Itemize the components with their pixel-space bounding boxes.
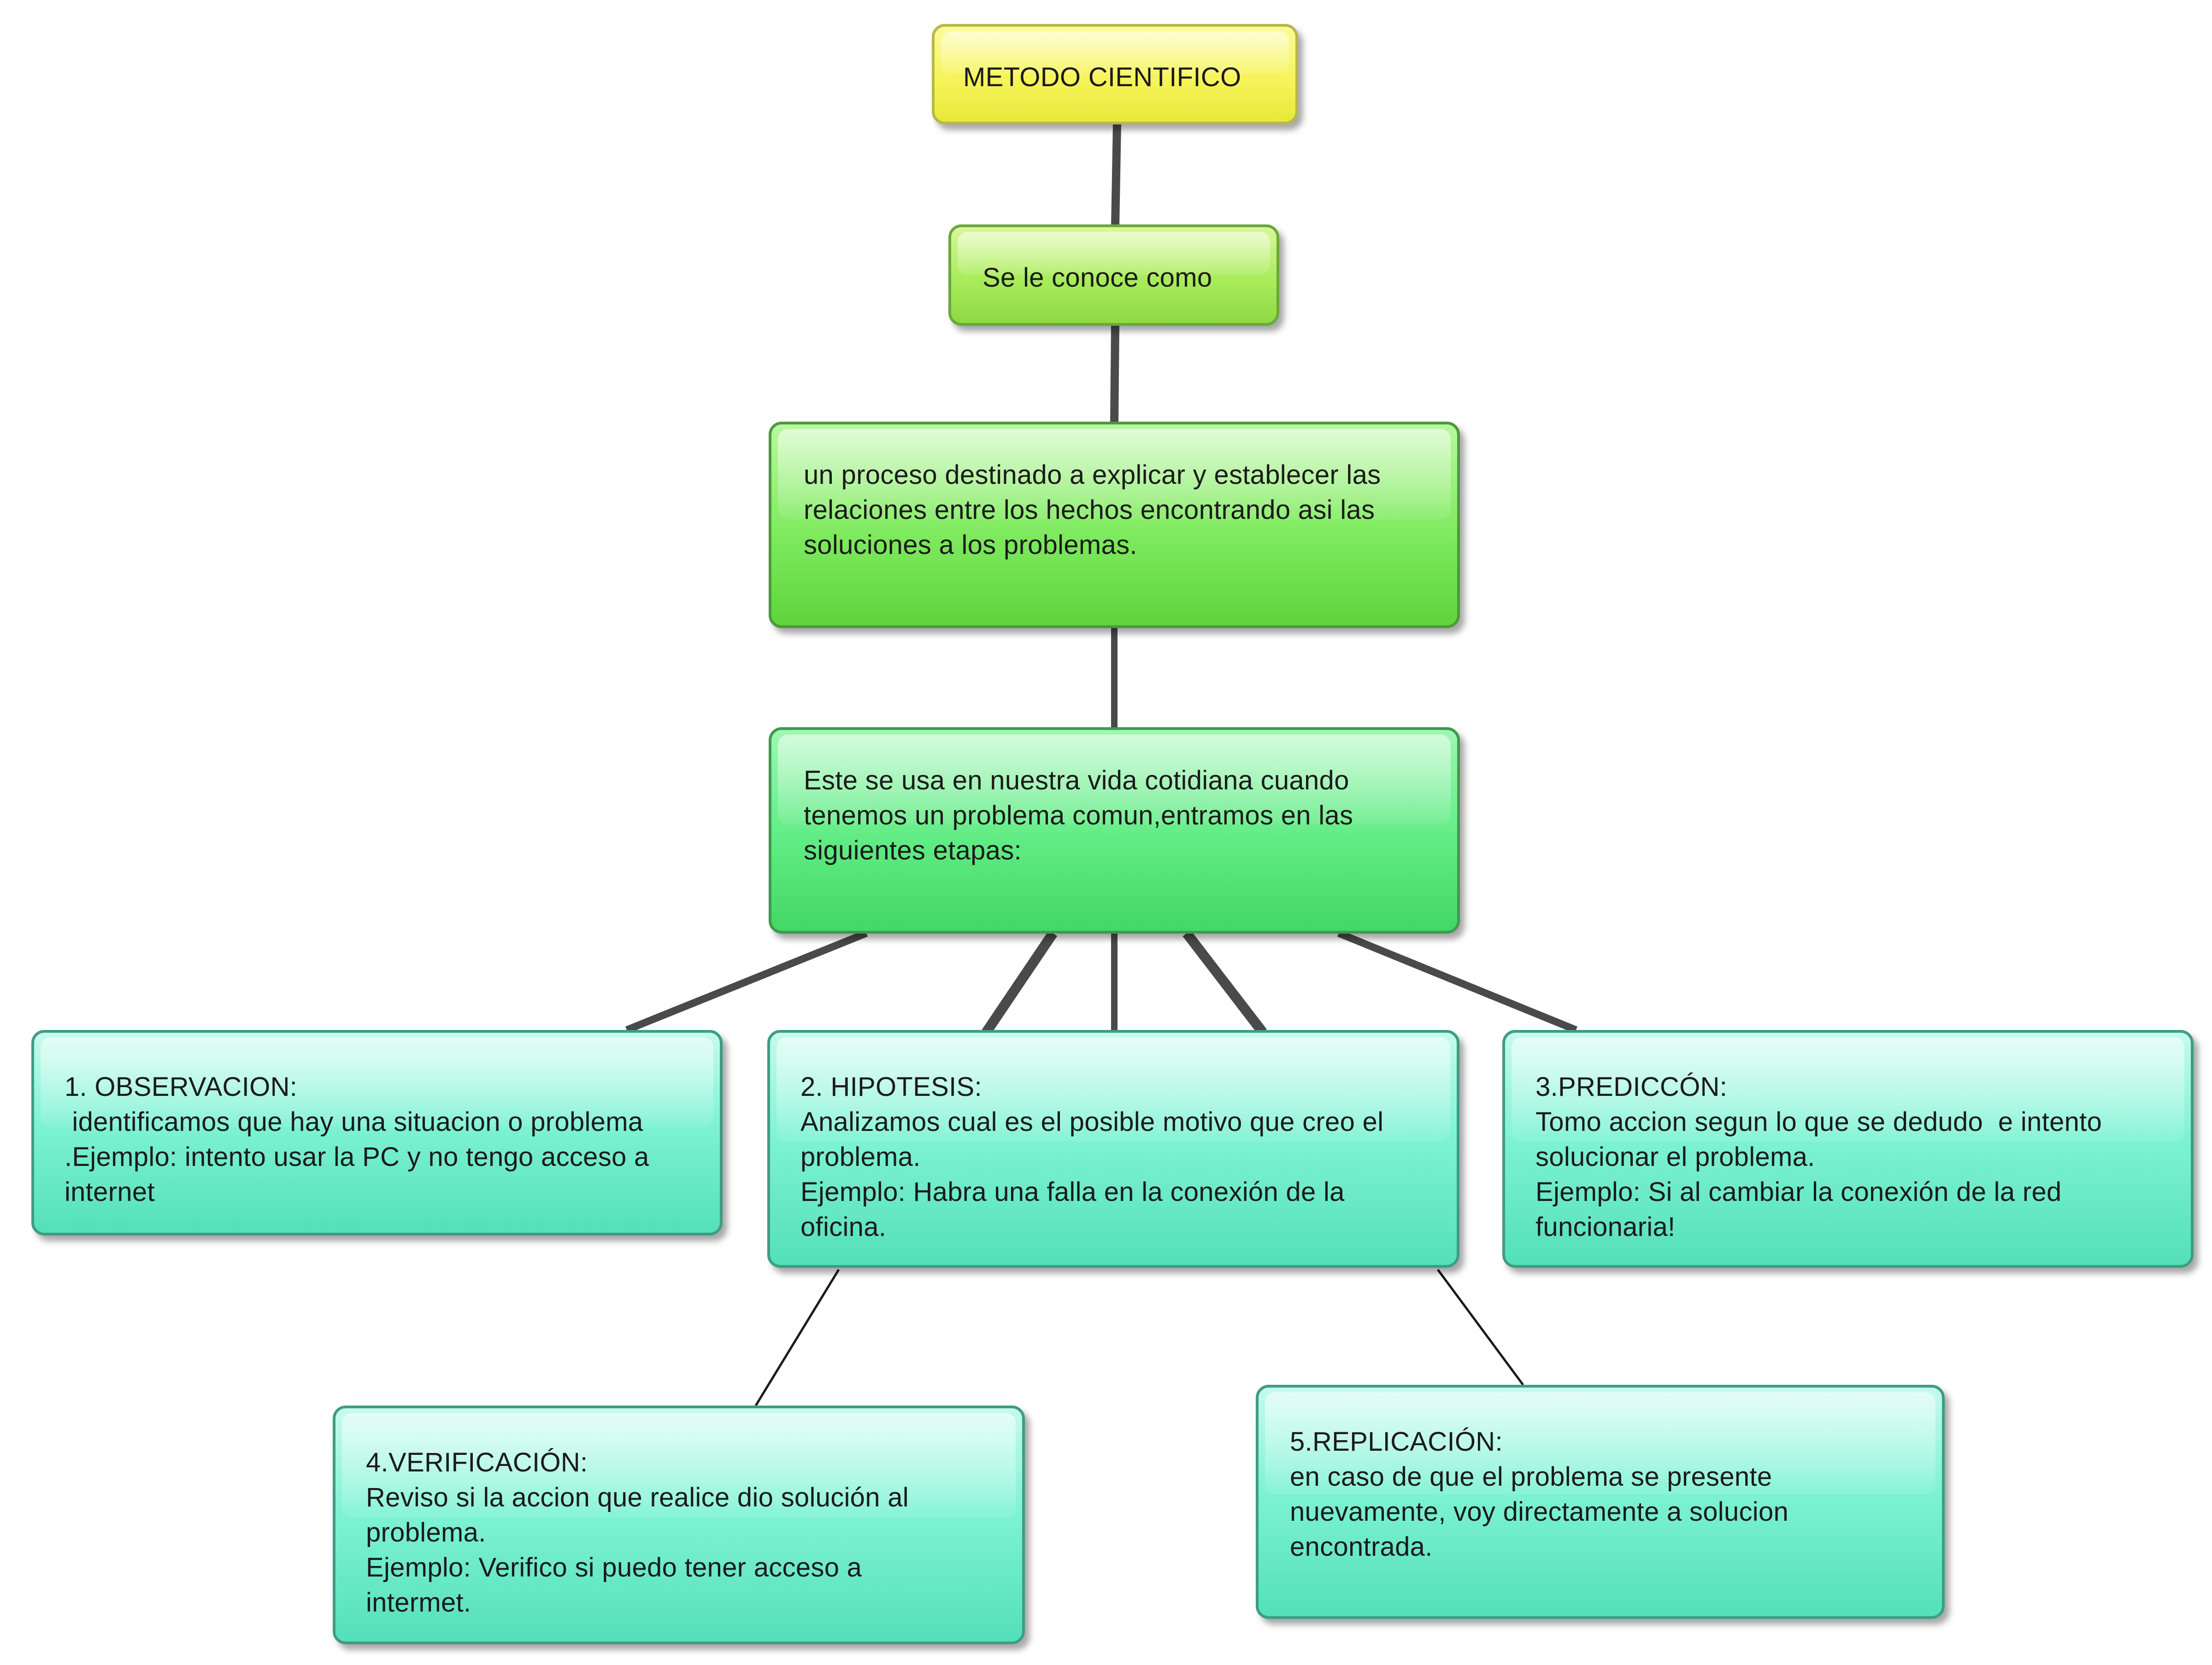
- step-observacion-text: 1. OBSERVACION: identificamos que hay un…: [65, 1072, 649, 1207]
- title-node: METODO CIENTIFICO: [932, 24, 1298, 124]
- step-hipotesis-node: 2. HIPOTESIS: Analizamos cual es el posi…: [767, 1030, 1459, 1268]
- connector-title-to-link: [1111, 123, 1121, 226]
- step-prediccion-text: 3.PREDICCÓN: Tomo accion segun lo que se…: [1535, 1072, 2102, 1242]
- title-node-text: METODO CIENTIFICO: [963, 62, 1241, 92]
- connector-hipotesis-to-verificacion: [754, 1269, 840, 1406]
- step-replicacion-node: 5.REPLICACIÓN: en caso de que el problem…: [1256, 1385, 1945, 1619]
- connector-hipotesis-to-replicacion: [1436, 1269, 1524, 1386]
- definition-node-text: un proceso destinado a explicar y establ…: [804, 460, 1381, 560]
- definition-node: un proceso destinado a explicar y establ…: [769, 422, 1460, 628]
- link-label-node: Se le conoce como: [948, 224, 1279, 326]
- step-observacion-node: 1. OBSERVACION: identificamos que hay un…: [31, 1030, 723, 1236]
- connector-usage-to-hipotesis-a: [982, 930, 1058, 1035]
- connector-link-to-definition: [1110, 324, 1119, 424]
- usage-node-text: Este se usa en nuestra vida cotidiana cu…: [804, 765, 1353, 865]
- usage-node: Este se usa en nuestra vida cotidiana cu…: [769, 727, 1460, 934]
- connector-usage-to-hipotesis-c: [1182, 930, 1267, 1035]
- step-hipotesis-text: 2. HIPOTESIS: Analizamos cual es el posi…: [800, 1072, 1384, 1242]
- step-replicacion-text: 5.REPLICACIÓN: en caso de que el problem…: [1290, 1427, 1789, 1562]
- step-prediccion-node: 3.PREDICCÓN: Tomo accion segun lo que se…: [1502, 1030, 2194, 1268]
- connector-usage-to-observacion: [625, 930, 868, 1034]
- step-verificacion-text: 4.VERIFICACIÓN: Reviso si la accion que …: [366, 1447, 909, 1618]
- step-verificacion-node: 4.VERIFICACIÓN: Reviso si la accion que …: [333, 1406, 1025, 1644]
- link-label-node-text: Se le conoce como: [982, 263, 1212, 293]
- connector-usage-to-prediccion: [1337, 930, 1578, 1034]
